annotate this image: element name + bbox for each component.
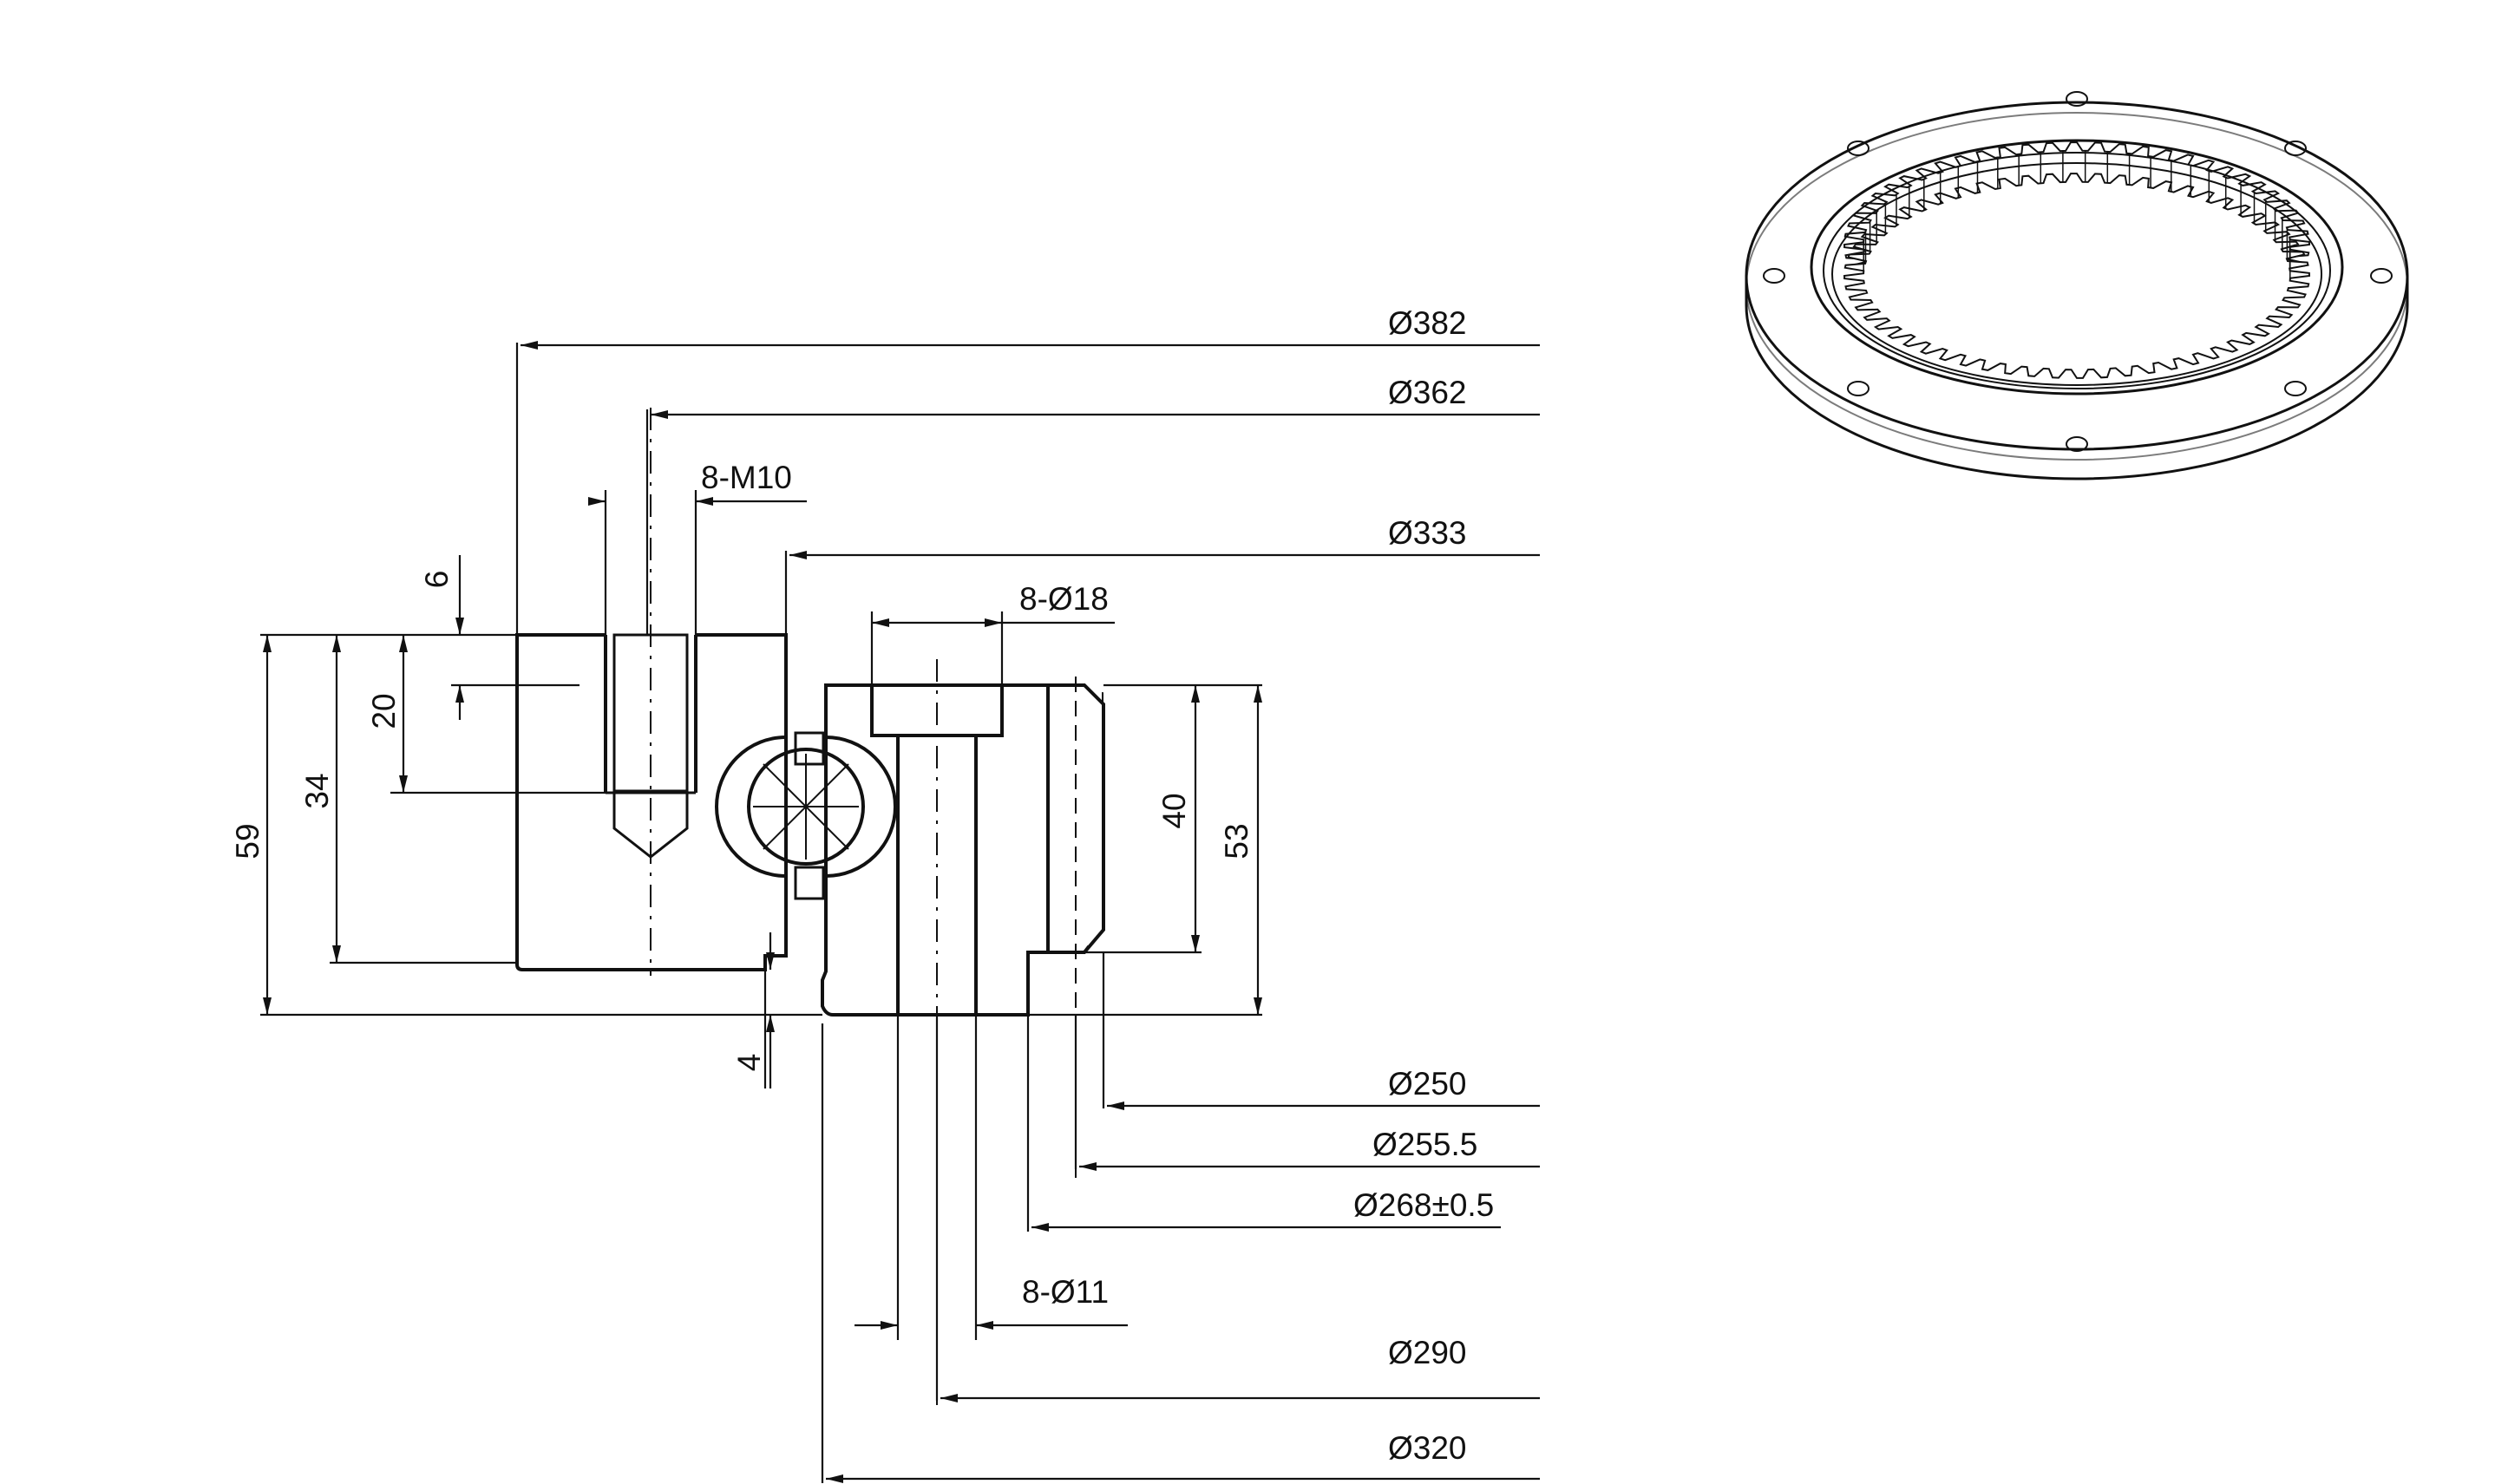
diameter-leaders-top xyxy=(521,341,1540,627)
centerlines xyxy=(650,408,1077,1405)
mounting-holes xyxy=(1763,91,2393,452)
dim-d382: Ø382 xyxy=(1388,305,1467,341)
dim-d362: Ø362 xyxy=(1388,375,1467,410)
dim-d255-5: Ø255.5 xyxy=(1372,1127,1477,1162)
slewing-ring-isometric xyxy=(1745,91,2409,481)
dim-h6: 6 xyxy=(419,571,455,589)
dim-d320: Ø320 xyxy=(1388,1430,1467,1466)
dim-d290: Ø290 xyxy=(1388,1335,1467,1370)
dim-h59: 59 xyxy=(230,823,265,859)
dim-h53: 53 xyxy=(1219,823,1254,859)
dim-h40: 40 xyxy=(1156,793,1192,828)
dim-d11: 8-Ø11 xyxy=(1022,1274,1109,1310)
inner-ring-section xyxy=(821,683,1105,1017)
extension-lines xyxy=(260,343,1262,1483)
dim-m10: 8-M10 xyxy=(701,460,792,495)
dimension-labels: Ø382 Ø362 8-M10 Ø333 8-Ø18 Ø250 Ø255.5 Ø… xyxy=(230,305,1494,1466)
internal-gear-teeth xyxy=(1843,141,2311,379)
dim-h20: 20 xyxy=(366,693,402,729)
dim-d250: Ø250 xyxy=(1388,1066,1467,1102)
diameter-leaders-bottom xyxy=(826,1102,1540,1483)
dim-d268: Ø268±0.5 xyxy=(1353,1187,1494,1223)
gear-bore xyxy=(1869,184,2285,368)
dim-d333: Ø333 xyxy=(1388,515,1467,551)
dim-d18: 8-Ø18 xyxy=(1019,581,1109,617)
seals xyxy=(794,731,825,900)
height-dimensions xyxy=(263,555,1262,1088)
ball-bearing xyxy=(747,748,865,866)
dim-h34: 34 xyxy=(299,773,335,808)
dim-h4: 4 xyxy=(731,1054,767,1072)
